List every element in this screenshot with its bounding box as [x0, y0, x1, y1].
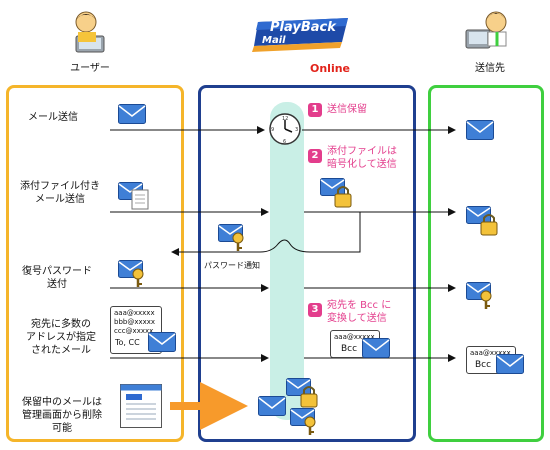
svg-text:3: 3	[295, 127, 298, 133]
to-cc-label: To, CC	[115, 338, 140, 347]
mail-envelope-icon	[466, 120, 494, 140]
held-mail-envelope-icon	[258, 396, 286, 416]
playback-mail-logo: PlayBack Mail	[252, 16, 352, 60]
row-label-held-line3: 可能	[52, 423, 72, 434]
recipient-figure-icon	[460, 8, 516, 58]
step-text-3: 宛先を Bcc に 変換して送信	[327, 299, 391, 325]
mail-with-attachment-icon	[118, 182, 152, 210]
logo-text-playback: PlayBack	[270, 20, 336, 35]
mail-envelope-icon	[148, 332, 176, 352]
user-label: ユーザー	[70, 63, 110, 74]
row-label-attach-line2: メール送信	[35, 194, 85, 205]
row-label-multi-line2: アドレスが指定	[26, 332, 96, 343]
mail-envelope-icon	[118, 104, 146, 124]
clock-icon: 12 3 6 9	[268, 112, 302, 146]
step-text-2-line1: 添付ファイルは	[327, 146, 397, 157]
logo-subtitle-online: Online	[310, 62, 351, 75]
processing-band	[270, 102, 304, 420]
user-figure-icon	[62, 8, 118, 58]
step-text-2-line2: 暗号化して送信	[327, 159, 397, 170]
row-label-send-mail: メール送信	[28, 112, 78, 123]
bcc-label: Bcc	[341, 344, 358, 354]
step-text-1: 送信保留	[327, 104, 367, 115]
row-label-held-line2: 管理画面から削除	[22, 410, 102, 421]
user-panel	[6, 85, 184, 442]
row-label-held-mail: 保留中のメールは 管理画面から削除 可能	[12, 396, 112, 435]
step-badge-3: 3	[308, 303, 322, 317]
bcc-label: Bcc	[475, 360, 492, 370]
svg-text:9: 9	[271, 127, 274, 133]
password-mail-key-icon	[118, 260, 148, 288]
row-label-multi-line1: 宛先に多数の	[31, 319, 91, 330]
row-label-attach: 添付ファイル付き メール送信	[12, 180, 108, 206]
step-text-3-line2: 変換して送信	[327, 313, 387, 324]
recipient-label: 送信先	[475, 63, 505, 74]
mail-envelope-icon	[496, 354, 524, 374]
row-label-password-line1: 復号パスワード	[22, 266, 92, 277]
password-notice-label: パスワード通知	[204, 261, 260, 270]
row-label-attach-line1: 添付ファイル付き	[20, 181, 100, 192]
arrow-password-notice	[171, 212, 361, 256]
bcc-address: aaa@xxxxx	[334, 333, 375, 341]
row-label-held-line1: 保留中のメールは	[22, 397, 102, 408]
server-panel	[198, 85, 416, 442]
recipient-panel	[428, 85, 544, 442]
held-password-mail-key-icon	[290, 408, 320, 436]
held-encrypted-mail-icon	[286, 378, 318, 408]
encrypted-mail-icon	[320, 178, 352, 208]
password-mail-key-icon	[466, 282, 496, 310]
bcc-address: aaa@xxxxx	[470, 349, 511, 357]
row-label-password: 復号パスワード 送付	[12, 265, 102, 291]
logo-text-mail: Mail	[262, 35, 286, 46]
step-text-3-line1: 宛先を Bcc に	[327, 300, 392, 311]
row-label-password-line2: 送付	[47, 279, 67, 290]
svg-text:12: 12	[282, 116, 288, 122]
address-line: aaa@xxxxx	[114, 309, 155, 317]
address-line: ccc@xxxxx	[114, 327, 154, 335]
encrypted-mail-icon	[466, 206, 498, 236]
row-label-multi-address: 宛先に多数の アドレスが指定 されたメール	[16, 318, 106, 357]
step-text-2: 添付ファイルは 暗号化して送信	[327, 145, 397, 171]
password-mail-key-icon	[218, 224, 248, 252]
address-line: bbb@xxxxx	[114, 318, 156, 326]
admin-console-window-icon	[120, 384, 162, 428]
mail-envelope-icon	[362, 338, 390, 358]
step-badge-2: 2	[308, 149, 322, 163]
svg-text:6: 6	[283, 139, 286, 145]
row-label-multi-line3: されたメール	[31, 345, 91, 356]
step-badge-1: 1	[308, 103, 322, 117]
